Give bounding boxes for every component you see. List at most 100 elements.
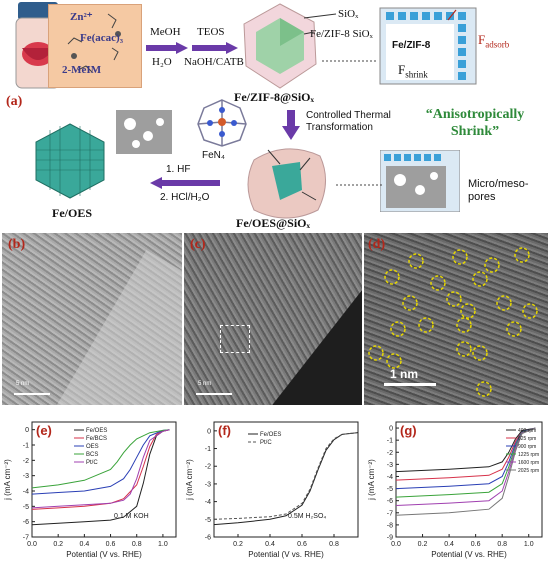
tem-image-d: (d) 1 nm <box>364 233 548 405</box>
product-fe-zif8-sio: Fe/ZIF-8@SiOₓ <box>234 90 314 104</box>
x-tick-label: 0.4 <box>79 541 89 548</box>
product-fe-oes: Fe/OES <box>52 206 93 220</box>
zoom-box <box>220 325 250 353</box>
y-tick-label: -6 <box>23 519 29 526</box>
f-adsorb-symbol: F <box>478 32 486 47</box>
legend-entry: OES <box>86 444 99 450</box>
scale-bar-b <box>14 393 50 395</box>
y-tick-label: -2 <box>23 458 29 465</box>
y-tick-label: -6 <box>205 535 211 542</box>
y-axis-label: j (mA cm⁻²) <box>367 459 376 501</box>
f-shrink-label: Fshrink <box>398 62 428 80</box>
legend-entry: 625 rpm <box>518 436 536 442</box>
step1-top-label: MeOH <box>150 26 181 38</box>
f-adsorb-sub: adsorb <box>485 39 510 50</box>
y-tick-label: -4 <box>23 489 29 496</box>
f-adsorb-label: Fadsorb <box>478 32 509 50</box>
dotted-arrow-1 <box>322 60 378 62</box>
plot-frame <box>213 421 359 538</box>
step2-bottom-label: NaOH/CATB <box>184 56 244 68</box>
single-atom-markers <box>368 247 538 397</box>
fe-zif8-sio-polyhedron <box>243 3 317 89</box>
step1-bottom-label: H₂O <box>152 56 172 68</box>
x-tick-label: 0.2 <box>418 541 428 548</box>
y-tick-label: -5 <box>205 517 211 524</box>
x-tick-label: 0.0 <box>391 541 401 548</box>
pointer-lines <box>303 13 337 35</box>
f-shrink-sub: shrink <box>405 69 428 80</box>
y-tick-label: -1 <box>23 443 29 450</box>
dark-region <box>248 278 362 405</box>
arrow-down <box>282 110 300 140</box>
zn-ion-label: Zn²⁺ <box>70 11 93 23</box>
x-tick-label: 0.4 <box>444 541 454 548</box>
scale-label-b: 5 nm <box>16 381 30 387</box>
series-line <box>31 429 170 495</box>
x-tick-label: 0.2 <box>53 541 63 548</box>
panel-c-label: (c) <box>190 237 206 252</box>
y-tick-label: 0 <box>207 428 211 435</box>
series-line <box>213 432 359 526</box>
panel-d-label: (d) <box>368 237 386 252</box>
micro-meso-label: Micro/meso-pores <box>468 178 529 203</box>
legend-entry: Fe/OES <box>260 432 281 438</box>
y-tick-label: -3 <box>205 481 211 488</box>
series-line <box>31 429 170 489</box>
y-tick-label: -5 <box>387 486 393 493</box>
y-tick-label: -7 <box>387 510 393 517</box>
legend-entry: 400 rpm <box>518 428 536 434</box>
pore-inset-left <box>116 110 172 154</box>
y-tick-label: -4 <box>387 474 393 481</box>
fen4-label: FeN₄ <box>202 150 225 161</box>
dotted-arrow-2 <box>336 184 382 186</box>
y-tick-label: -5 <box>23 504 29 511</box>
molecules-sketch <box>67 13 121 73</box>
adsorb-inset <box>379 7 477 85</box>
schematic-panel-a: Zn²⁺ Fe(acac)₃ 2-MeIM MeOH H₂O TEOS NaOH… <box>0 0 550 230</box>
x-tick-label: 0.6 <box>471 541 481 548</box>
arrow-step3 <box>150 177 220 189</box>
y-tick-label: -4 <box>205 499 211 506</box>
fe-oes-sio-polyhedron <box>247 148 326 219</box>
chart-annotation: 0.1 M KOH <box>114 513 149 520</box>
sio-label-1: SiOₓ <box>338 8 359 20</box>
f-shrink-symbol: F <box>398 62 406 77</box>
y-axis-label: j (mA cm⁻²) <box>185 459 194 501</box>
tem-image-b: (b) 5 nm <box>2 233 182 405</box>
tem-image-c: (c) 5 nm <box>184 233 362 405</box>
y-tick-label: 0 <box>389 426 393 433</box>
panel-label: (g) <box>400 423 417 438</box>
step3-hcl-label: 2. HCl/H₂O <box>160 192 210 203</box>
x-axis-label: Potential (V vs. RHE) <box>431 550 507 559</box>
y-tick-label: -3 <box>23 473 29 480</box>
x-axis-label: Potential (V vs. RHE) <box>248 550 324 559</box>
inset-fe-zif8-label: Fe/ZIF-8 <box>392 40 431 51</box>
product-fe-oes-sio: Fe/OES@SiOₓ <box>236 216 310 230</box>
panel-label: (f) <box>218 423 231 438</box>
y-tick-label: -8 <box>387 522 393 529</box>
legend-entry: BCS <box>86 452 98 458</box>
scale-label-c: 5 nm <box>198 381 212 387</box>
step2-top-label: TEOS <box>197 26 225 38</box>
y-tick-label: -2 <box>387 450 393 457</box>
x-axis-label: Potential (V vs. RHE) <box>66 550 142 559</box>
x-tick-label: 1.0 <box>524 541 534 548</box>
legend-entry: 1600 rpm <box>518 460 539 466</box>
x-tick-label: 0.6 <box>106 541 116 548</box>
y-tick-label: -1 <box>387 438 393 445</box>
x-tick-label: 0.6 <box>297 541 307 548</box>
chart-annotation: 0.5M H₂SO₄ <box>288 513 326 520</box>
y-tick-label: 0 <box>25 427 29 434</box>
y-axis-label: j (mA cm⁻²) <box>3 459 12 501</box>
series-line <box>31 429 170 509</box>
plot-frame <box>31 421 177 538</box>
series-line <box>395 427 536 516</box>
legend-entry: 2025 rpm <box>518 468 539 474</box>
fen4-structure <box>197 99 247 147</box>
legend-entry: Pt/C <box>260 440 272 446</box>
panel-a-label: (a) <box>6 94 23 109</box>
step3-hf-label: 1. HF <box>166 164 191 175</box>
x-tick-label: 0.0 <box>27 541 37 548</box>
